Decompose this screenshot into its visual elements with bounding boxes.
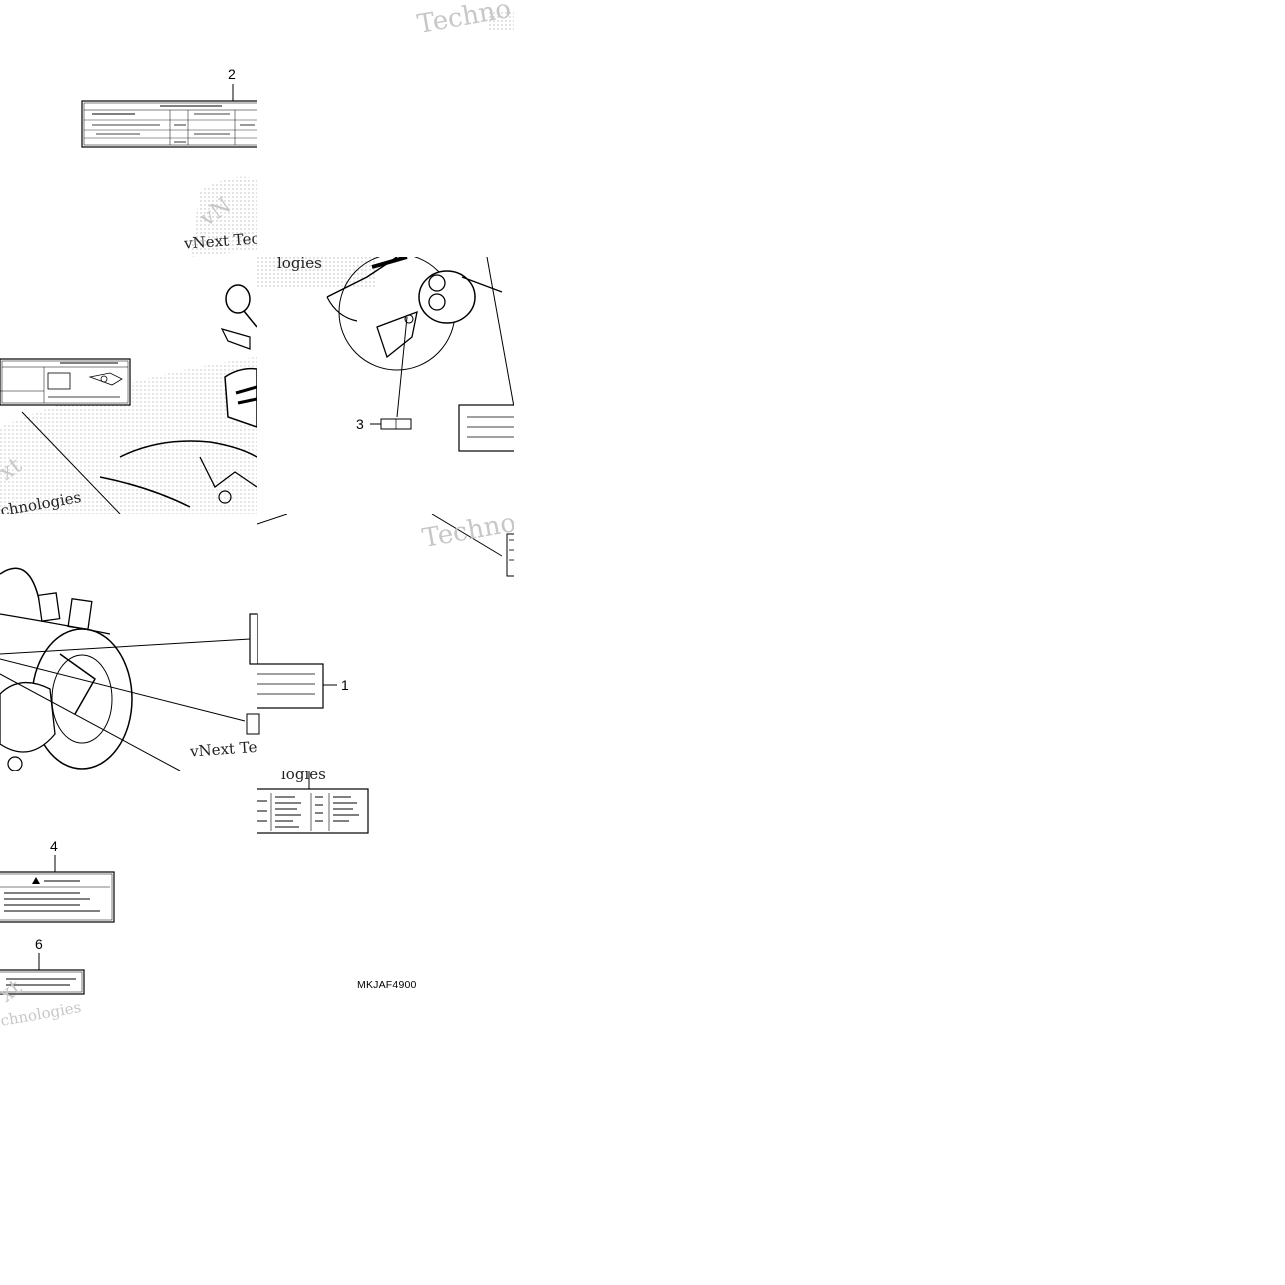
label-5-drawing [257,771,369,834]
callout-3: 3 [356,416,364,432]
tile-bottom-left: 4 6 xt chnologies [0,771,257,1028]
callout-6: 6 [35,936,43,952]
motorcycle-front-drawing [0,284,257,514]
label-2-drawing [81,84,257,257]
motorcycle-front-view-drawing [0,567,257,771]
callout-2: 2 [228,66,236,82]
labels-4-6-drawing [0,855,115,995]
callout-4: 4 [50,838,58,854]
tile-top-left: 2 vNext Tec vN [0,0,257,257]
drawing-code: MKJAF4900 [357,979,417,991]
tile-top-middle: Techno [257,0,514,257]
tile-center-lower: 1 Techno [257,514,514,771]
motorcycle-rear-drawing [257,257,514,452]
tile-middle-left: xt chnologies [0,257,257,514]
tile-center: 3 logies [257,257,514,514]
tile-center-bottom: logies MKJAF4900 [257,771,514,1028]
tile-lower-left: vNext Tec [0,514,257,771]
callout-1: 1 [341,677,349,693]
